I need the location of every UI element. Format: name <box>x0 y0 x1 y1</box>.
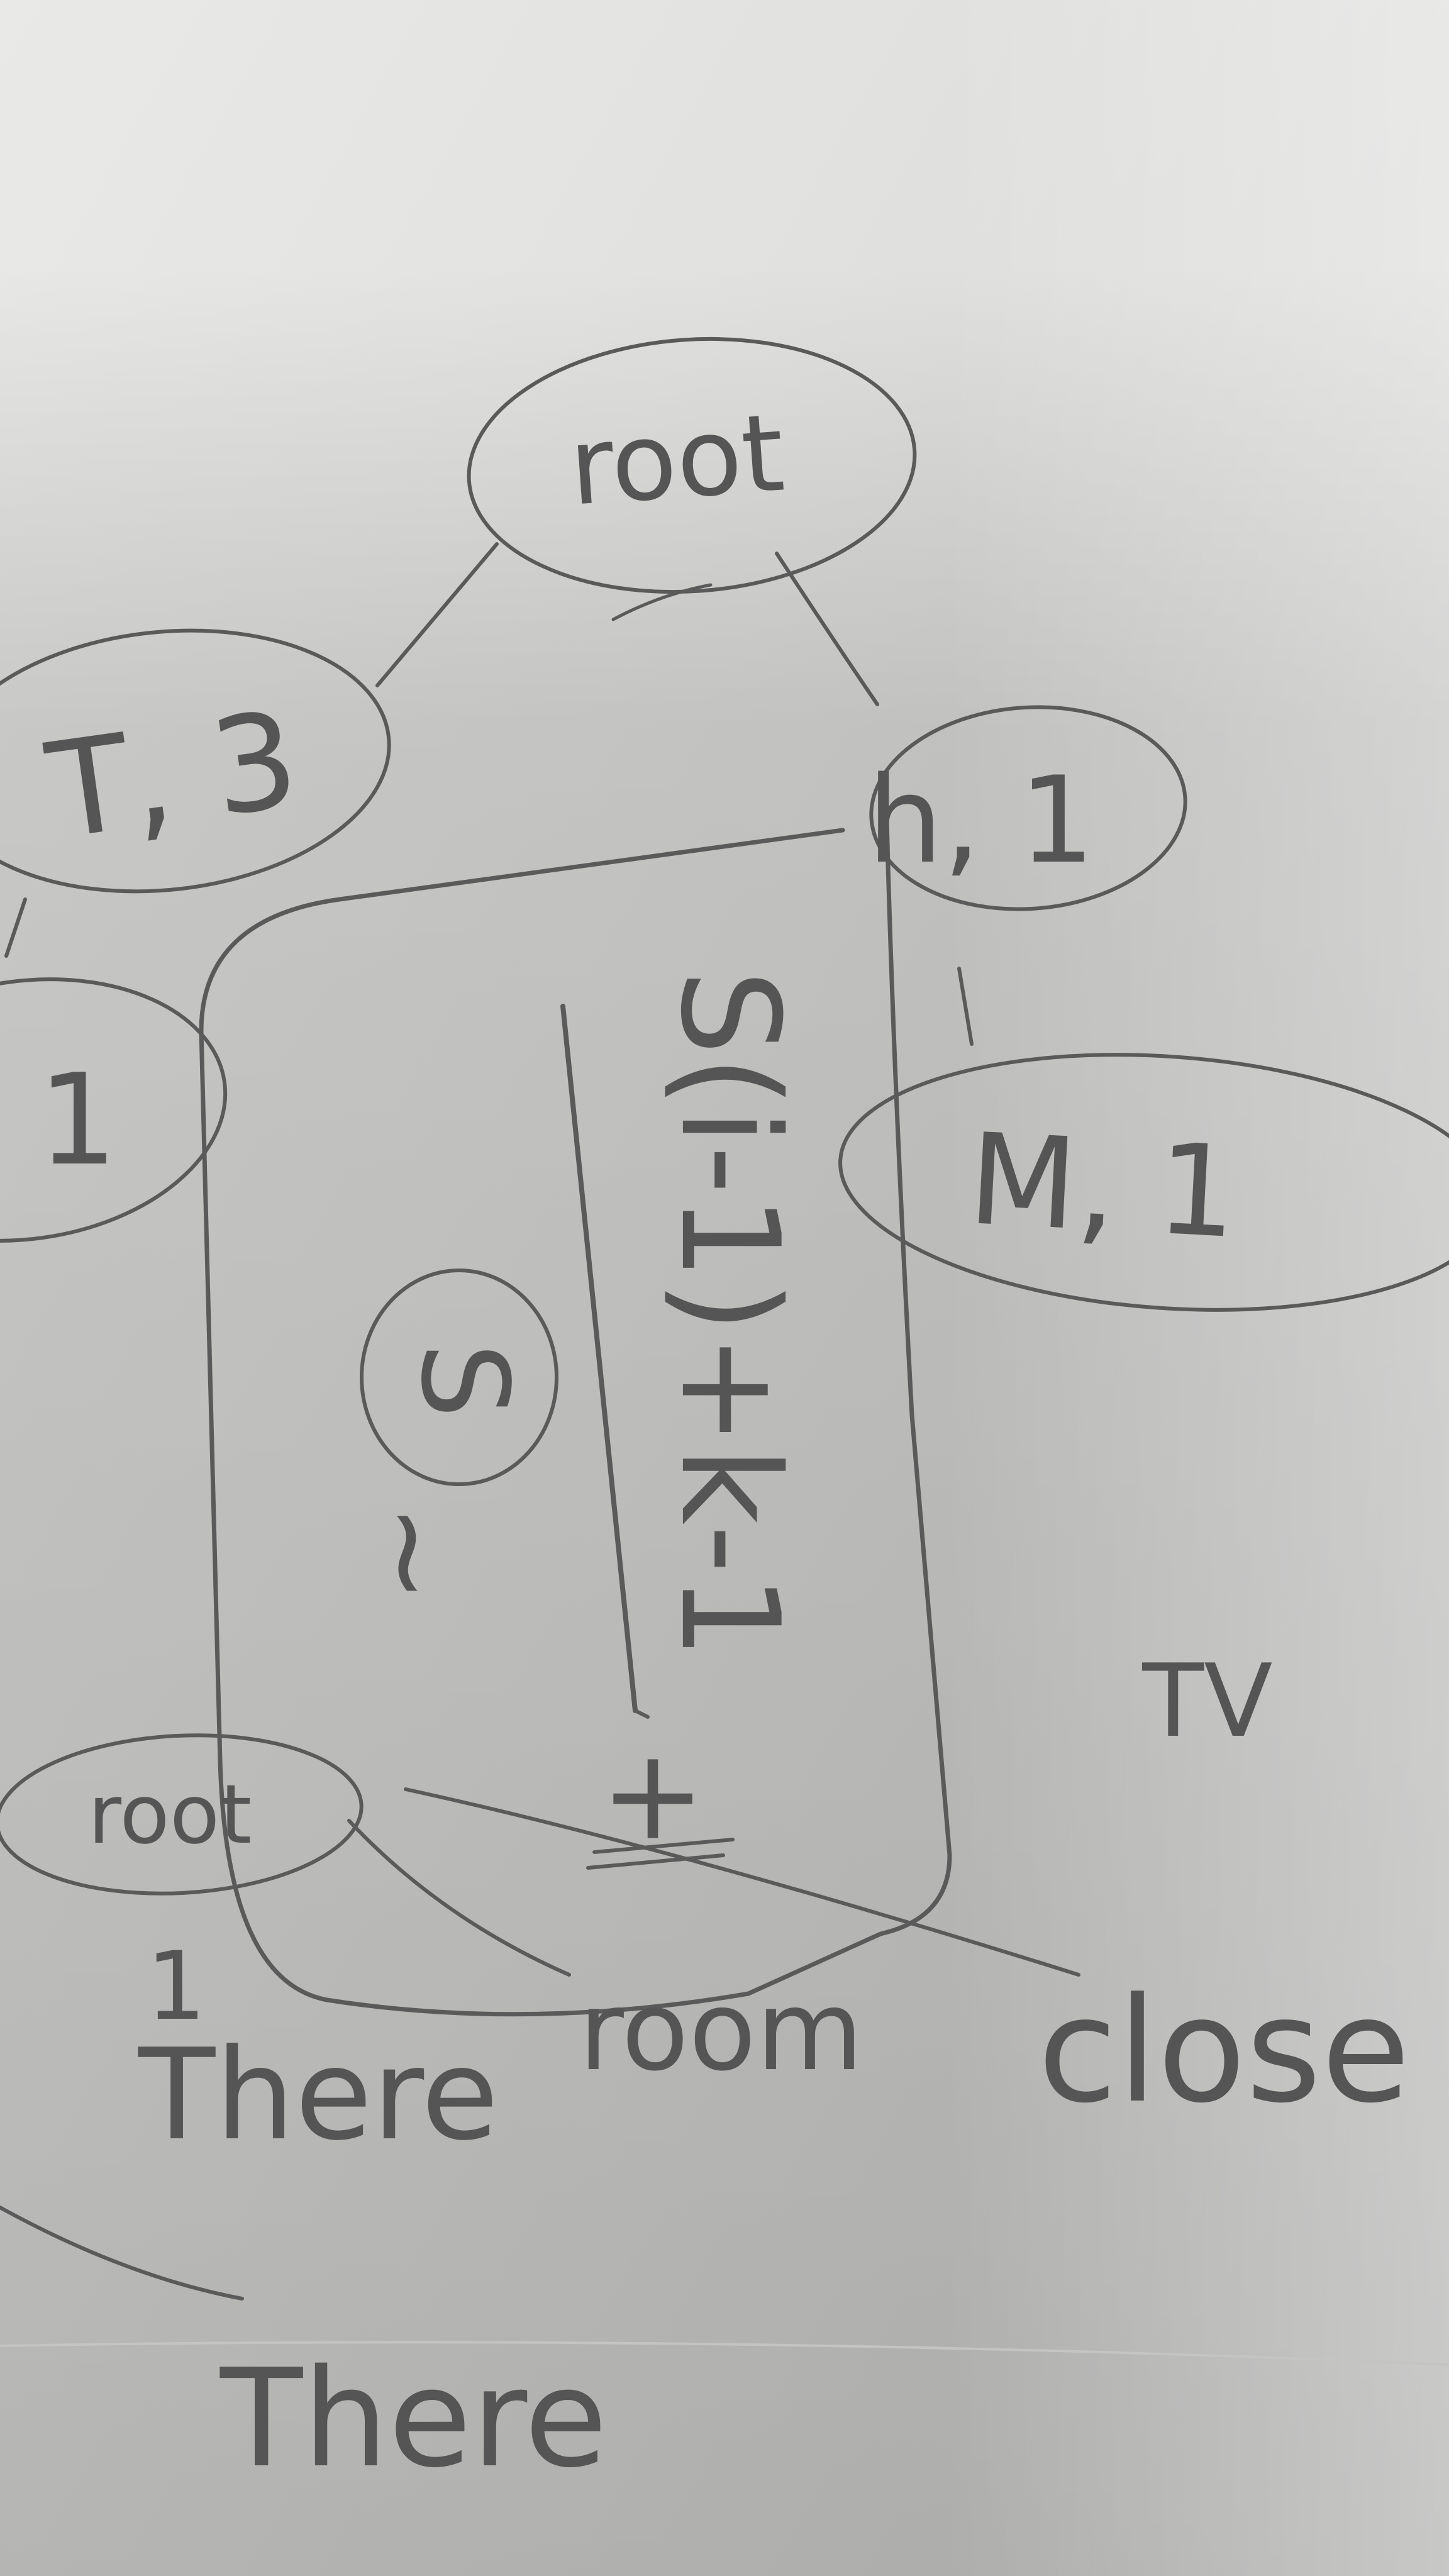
partial-left-label: , 1 <box>0 1047 118 1194</box>
approx-mark: ~ <box>341 1503 480 1603</box>
fraction-tick <box>633 1709 650 1719</box>
root-bottom-label: root <box>88 1767 252 1862</box>
m1-label: M, 1 <box>965 1106 1241 1267</box>
circled-s-ring <box>360 1269 558 1486</box>
t3-label: T, 3 <box>38 682 307 869</box>
strike-line-3 <box>592 1838 735 1854</box>
strike-line-2 <box>347 1819 571 1977</box>
root-node-top <box>467 336 917 594</box>
t3-node <box>0 628 391 894</box>
n1-node <box>869 705 1187 911</box>
word-there-2: There <box>219 2340 608 2497</box>
edge-root-t3 <box>375 542 499 687</box>
root-node-top-underline <box>611 583 713 621</box>
formula-plus: + <box>583 1746 730 1852</box>
edge-t3-left <box>4 897 27 958</box>
enclosing-box <box>199 815 952 2017</box>
root-top-label: root <box>565 391 788 530</box>
edge-n1-m1 <box>957 967 974 1046</box>
tv-label: TV <box>1141 1642 1272 1760</box>
strike-line-4 <box>586 1853 725 1870</box>
formula-text: S(i-1)+k-1 <box>651 969 809 1659</box>
word-room: room <box>579 1968 863 2096</box>
paper-fold <box>0 2341 1449 2366</box>
m1-node <box>838 1053 1449 1312</box>
strike-line-1 <box>404 1787 1080 1977</box>
strike-line-5 <box>0 2206 244 2301</box>
word-there-1: There <box>138 2022 499 2168</box>
right-highlight <box>943 0 1449 2576</box>
fraction-bar <box>560 1004 638 1713</box>
partial-left-node <box>0 977 228 1243</box>
word-close: close <box>1038 1967 1410 2135</box>
n1-label: h, 1 <box>867 751 1095 890</box>
one-label: 1 <box>146 1932 206 2041</box>
circled-s-label: S <box>395 1343 534 1419</box>
root-node-bottom <box>0 1733 364 1896</box>
